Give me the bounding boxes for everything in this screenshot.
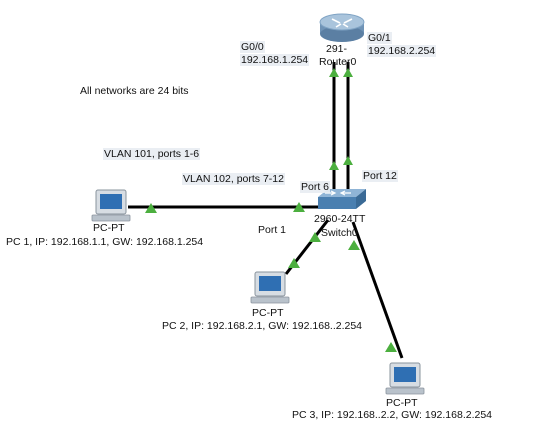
link-up-triangle: [385, 342, 397, 352]
pc3-info-label: PC 3, IP: 192.168..2.2, GW: 192.168.2.25…: [292, 409, 493, 421]
switch-name: Switch0: [321, 227, 358, 239]
link-up-triangle: [343, 156, 353, 165]
switch-port1-label: Port 1: [258, 224, 287, 236]
router-g00-label: G0/0: [240, 41, 265, 53]
pc-icon[interactable]: [250, 271, 290, 304]
link-up-triangle: [329, 161, 339, 170]
link-up-triangle: [348, 240, 360, 250]
router-g01-ip: 192.168.2.254: [367, 45, 437, 57]
pc-icon[interactable]: [91, 189, 131, 222]
link-up-triangle: [343, 68, 353, 77]
pc2-info-label: PC 2, IP: 192.168.2.1, GW: 192.168..2.25…: [162, 320, 363, 332]
pc-icon[interactable]: [385, 362, 425, 395]
pc1-info-label: PC 1, IP: 192.168.1.1, GW: 192.168.1.254: [6, 236, 204, 248]
pc2-type-label: PC-PT: [252, 307, 284, 319]
router-icon[interactable]: [319, 13, 365, 42]
link-up-triangle: [329, 68, 339, 77]
link-up-triangle: [293, 202, 305, 212]
link-status-indicators: [145, 68, 397, 352]
link-up-triangle: [145, 203, 157, 213]
switch-port6-label: Port 6: [300, 181, 331, 193]
networks-note: All networks are 24 bits: [80, 85, 189, 97]
router-model: 291-: [326, 43, 348, 55]
router-g01-label: G0/1: [367, 32, 392, 44]
link-up-triangle: [288, 258, 300, 268]
router-g00-ip: 192.168.1.254: [240, 54, 310, 66]
vlan-102-label: VLAN 102, ports 7-12: [182, 173, 285, 185]
switch-model: 2960-24TT: [314, 213, 366, 225]
pc1-type-label: PC-PT: [93, 222, 125, 234]
router-name: Router0: [319, 56, 357, 68]
switch-port12-label: Port 12: [362, 170, 398, 182]
pc3-type-label: PC-PT: [386, 397, 418, 409]
vlan-101-label: VLAN 101, ports 1-6: [103, 148, 201, 160]
link-pc3-switch[interactable]: [351, 221, 404, 359]
link-up-triangle: [309, 232, 321, 242]
